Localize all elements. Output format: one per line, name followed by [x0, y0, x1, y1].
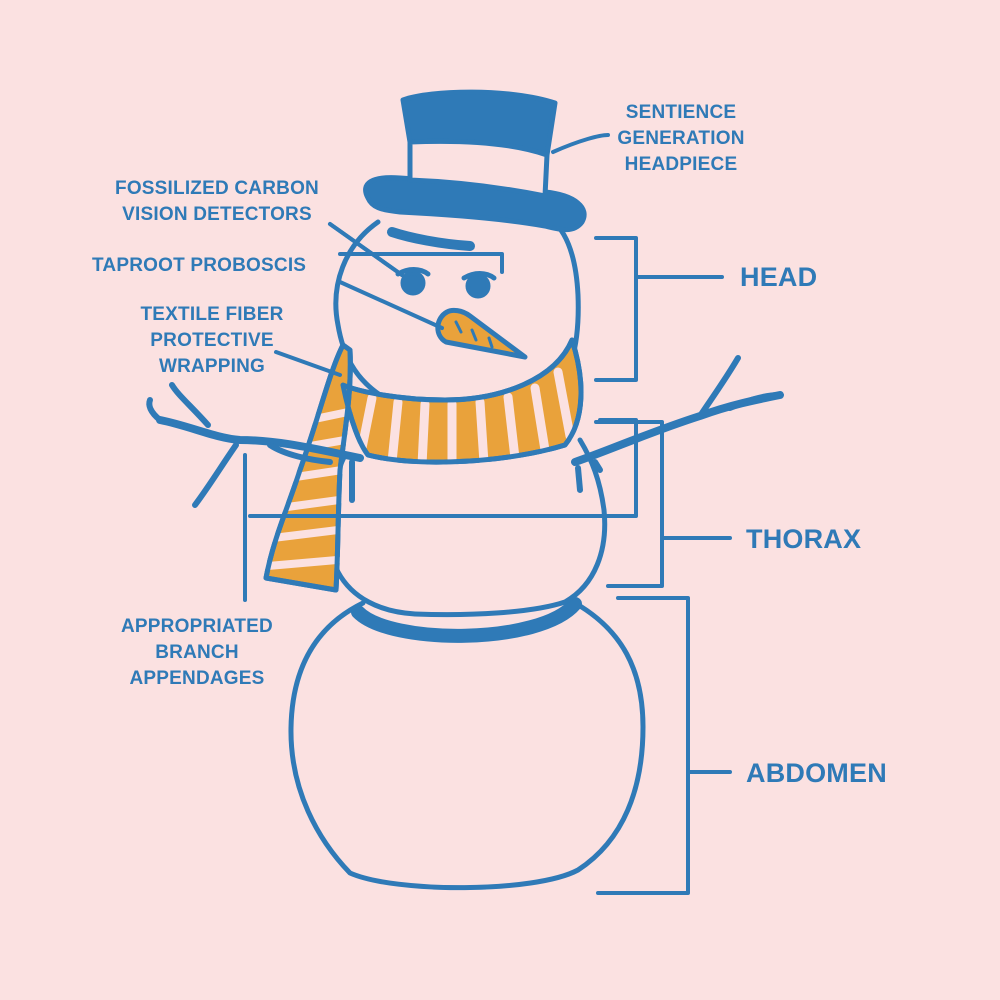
leader-headpiece — [551, 133, 610, 154]
abdomen-collar — [351, 597, 582, 643]
right-eye — [465, 273, 491, 299]
right-eyelid — [461, 271, 497, 281]
carrot-nose — [435, 307, 528, 360]
leader-eyes-right — [328, 222, 504, 277]
hat-shadow — [387, 227, 475, 251]
left-eye — [400, 270, 426, 296]
hat-band — [407, 138, 550, 199]
label-abdomen: ABDOMEN — [746, 758, 887, 788]
label-eyes: FOSSILIZED CARBON VISION DETECTORS — [115, 178, 319, 225]
left-branch-arm — [156, 416, 364, 462]
bracket-head — [594, 236, 724, 382]
label-scarf: TEXTILE FIBER PROTECTIVE WRAPPING — [140, 304, 284, 377]
leader-nose — [338, 280, 444, 330]
label-thorax: THORAX — [746, 524, 862, 554]
right-branch-arm — [571, 391, 784, 466]
label-headpiece: SENTIENCE GENERATION HEADPIECE — [617, 102, 745, 175]
leader-scarf — [274, 350, 342, 377]
bracket-abdomen — [596, 596, 732, 895]
label-arms: APPROPRIATED BRANCH APPENDAGES — [121, 616, 273, 689]
abdomen-body — [288, 600, 646, 891]
bracket-thorax — [594, 420, 732, 588]
label-nose: TAPROOT PROBOSCIS — [92, 255, 307, 276]
thorax-body — [326, 437, 608, 618]
label-head: HEAD — [740, 262, 818, 292]
